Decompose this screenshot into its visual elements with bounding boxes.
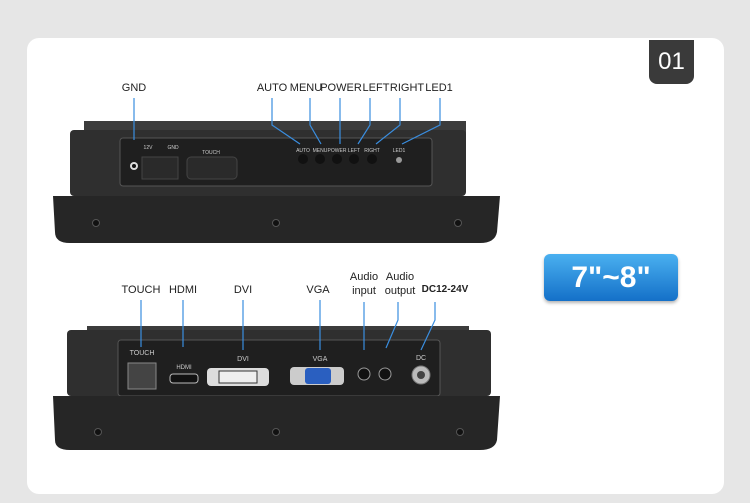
bottom-device [53, 326, 500, 450]
mark-right: RIGHT [364, 148, 380, 154]
size-button[interactable]: 7"~8" [544, 254, 678, 301]
callout-power: POWER [320, 82, 362, 94]
callout-hdmi: HDMI [168, 284, 198, 296]
audio-output-line1: Audio [385, 271, 415, 283]
mark-power: POWER [327, 148, 347, 154]
callout-left: LEFT [362, 82, 390, 94]
callout-audio-input: Audio input [350, 270, 378, 298]
mark-12v: 12V [143, 145, 153, 151]
audio-input-line1: Audio [349, 271, 379, 283]
mark-vga: VGA [312, 356, 328, 363]
top-callout-lines [133, 98, 441, 145]
callout-dvi: DVI [233, 284, 253, 296]
audio-output-line2: output [384, 285, 416, 297]
mark-left: LEFT [347, 148, 361, 154]
mark-auto: AUTO [296, 148, 310, 154]
callout-led1: LED1 [425, 82, 453, 94]
mark-menu: MENU [312, 148, 328, 154]
callout-gnd: GND [121, 82, 147, 94]
step-badge: 01 [649, 40, 694, 84]
mark-touch-port: TOUCH [129, 350, 155, 357]
callout-audio-output: Audio output [385, 270, 416, 298]
callout-touch: TOUCH [121, 284, 161, 296]
mark-led1: LED1 [392, 148, 406, 154]
audio-input-line2: input [352, 285, 376, 297]
bottom-callout-lines [140, 300, 436, 351]
callout-vga: VGA [306, 284, 330, 296]
callout-auto: AUTO [256, 82, 288, 94]
mark-dc: DC [415, 355, 427, 362]
mark-touch: TOUCH [202, 150, 220, 156]
top-device [53, 121, 500, 243]
callout-menu: MENU [289, 82, 323, 94]
callout-dc: DC12-24V [421, 284, 469, 295]
callout-right: RIGHT [389, 82, 425, 94]
mark-gnd: GND [167, 145, 179, 151]
mark-dvi: DVI [237, 356, 249, 363]
mark-hdmi: HDMI [176, 365, 192, 371]
